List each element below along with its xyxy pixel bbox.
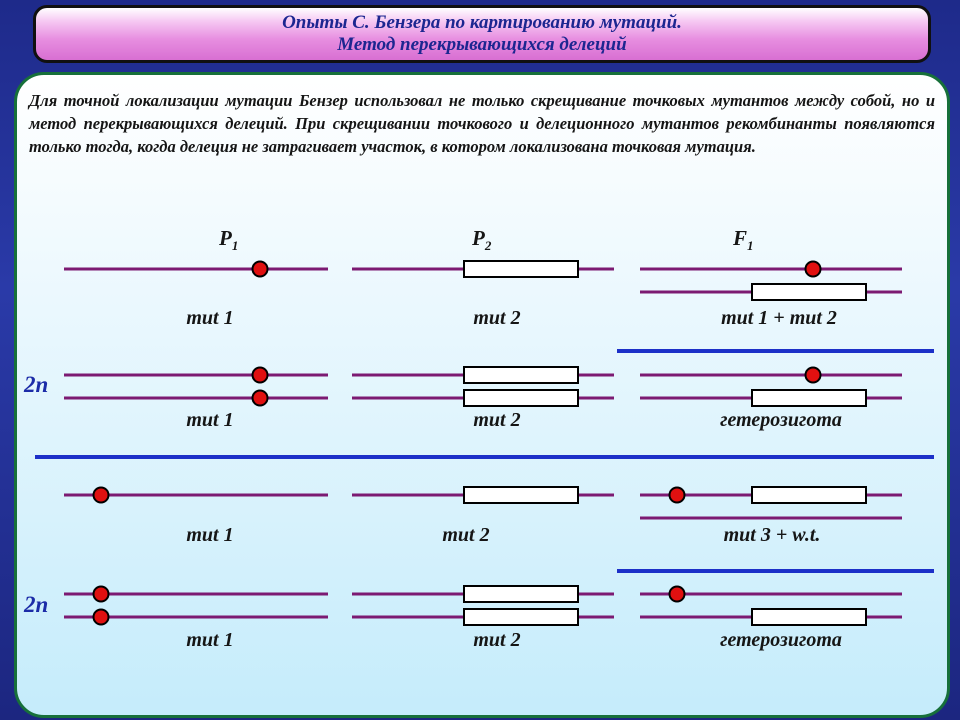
- header-p1: P1: [218, 226, 238, 253]
- row2-label-p1: mut 1: [186, 409, 233, 431]
- header-f1: F1: [732, 226, 754, 253]
- row4-label-p2: mut 2: [473, 629, 520, 651]
- ploidy-label-top: 2n: [23, 372, 48, 397]
- deletion-box: [463, 366, 579, 384]
- row1-label-p1: mut 1: [186, 307, 233, 329]
- row4-label-f1: гетерозигота: [720, 629, 842, 651]
- row3-label-f1: mut 3 + w.t.: [724, 524, 821, 546]
- deletion-box: [751, 283, 867, 301]
- title-line-2: Метод перекрывающихся делеций: [337, 34, 627, 55]
- point-mutation-dot: [668, 486, 686, 504]
- point-mutation-dot: [92, 608, 110, 626]
- deletion-box: [751, 389, 867, 407]
- point-mutation-dot: [92, 486, 110, 504]
- point-mutation-dot: [668, 585, 686, 603]
- deletion-box: [463, 260, 579, 278]
- slide-title: Опыты С. Бензера по картированию мутаций…: [33, 5, 931, 63]
- deletion-box: [751, 486, 867, 504]
- point-mutation-dot: [251, 366, 269, 384]
- row1-label-p2: mut 2: [473, 307, 520, 329]
- row3-label-p2: mut 2: [442, 524, 489, 546]
- row3-label-p1: mut 1: [186, 524, 233, 546]
- point-mutation-dot: [804, 260, 822, 278]
- row1-label-f1: mut 1 + mut 2: [721, 307, 837, 329]
- row2-label-f1: гетерозигота: [720, 409, 842, 431]
- point-mutation-dot: [92, 585, 110, 603]
- deletion-box: [463, 608, 579, 626]
- intro-paragraph: Для точной локализации мутации Бензер ис…: [29, 91, 935, 156]
- row4-label-p1: mut 1: [186, 629, 233, 651]
- header-p2: P2: [471, 226, 492, 253]
- deletion-box: [463, 585, 579, 603]
- deletion-box: [463, 389, 579, 407]
- row2-label-p2: mut 2: [473, 409, 520, 431]
- ploidy-label-bottom: 2n: [23, 592, 48, 617]
- deletion-box: [463, 486, 579, 504]
- point-mutation-dot: [251, 260, 269, 278]
- deletion-box: [751, 608, 867, 626]
- point-mutation-dot: [251, 389, 269, 407]
- title-line-1: Опыты С. Бензера по картированию мутаций…: [282, 12, 682, 33]
- point-mutation-dot: [804, 366, 822, 384]
